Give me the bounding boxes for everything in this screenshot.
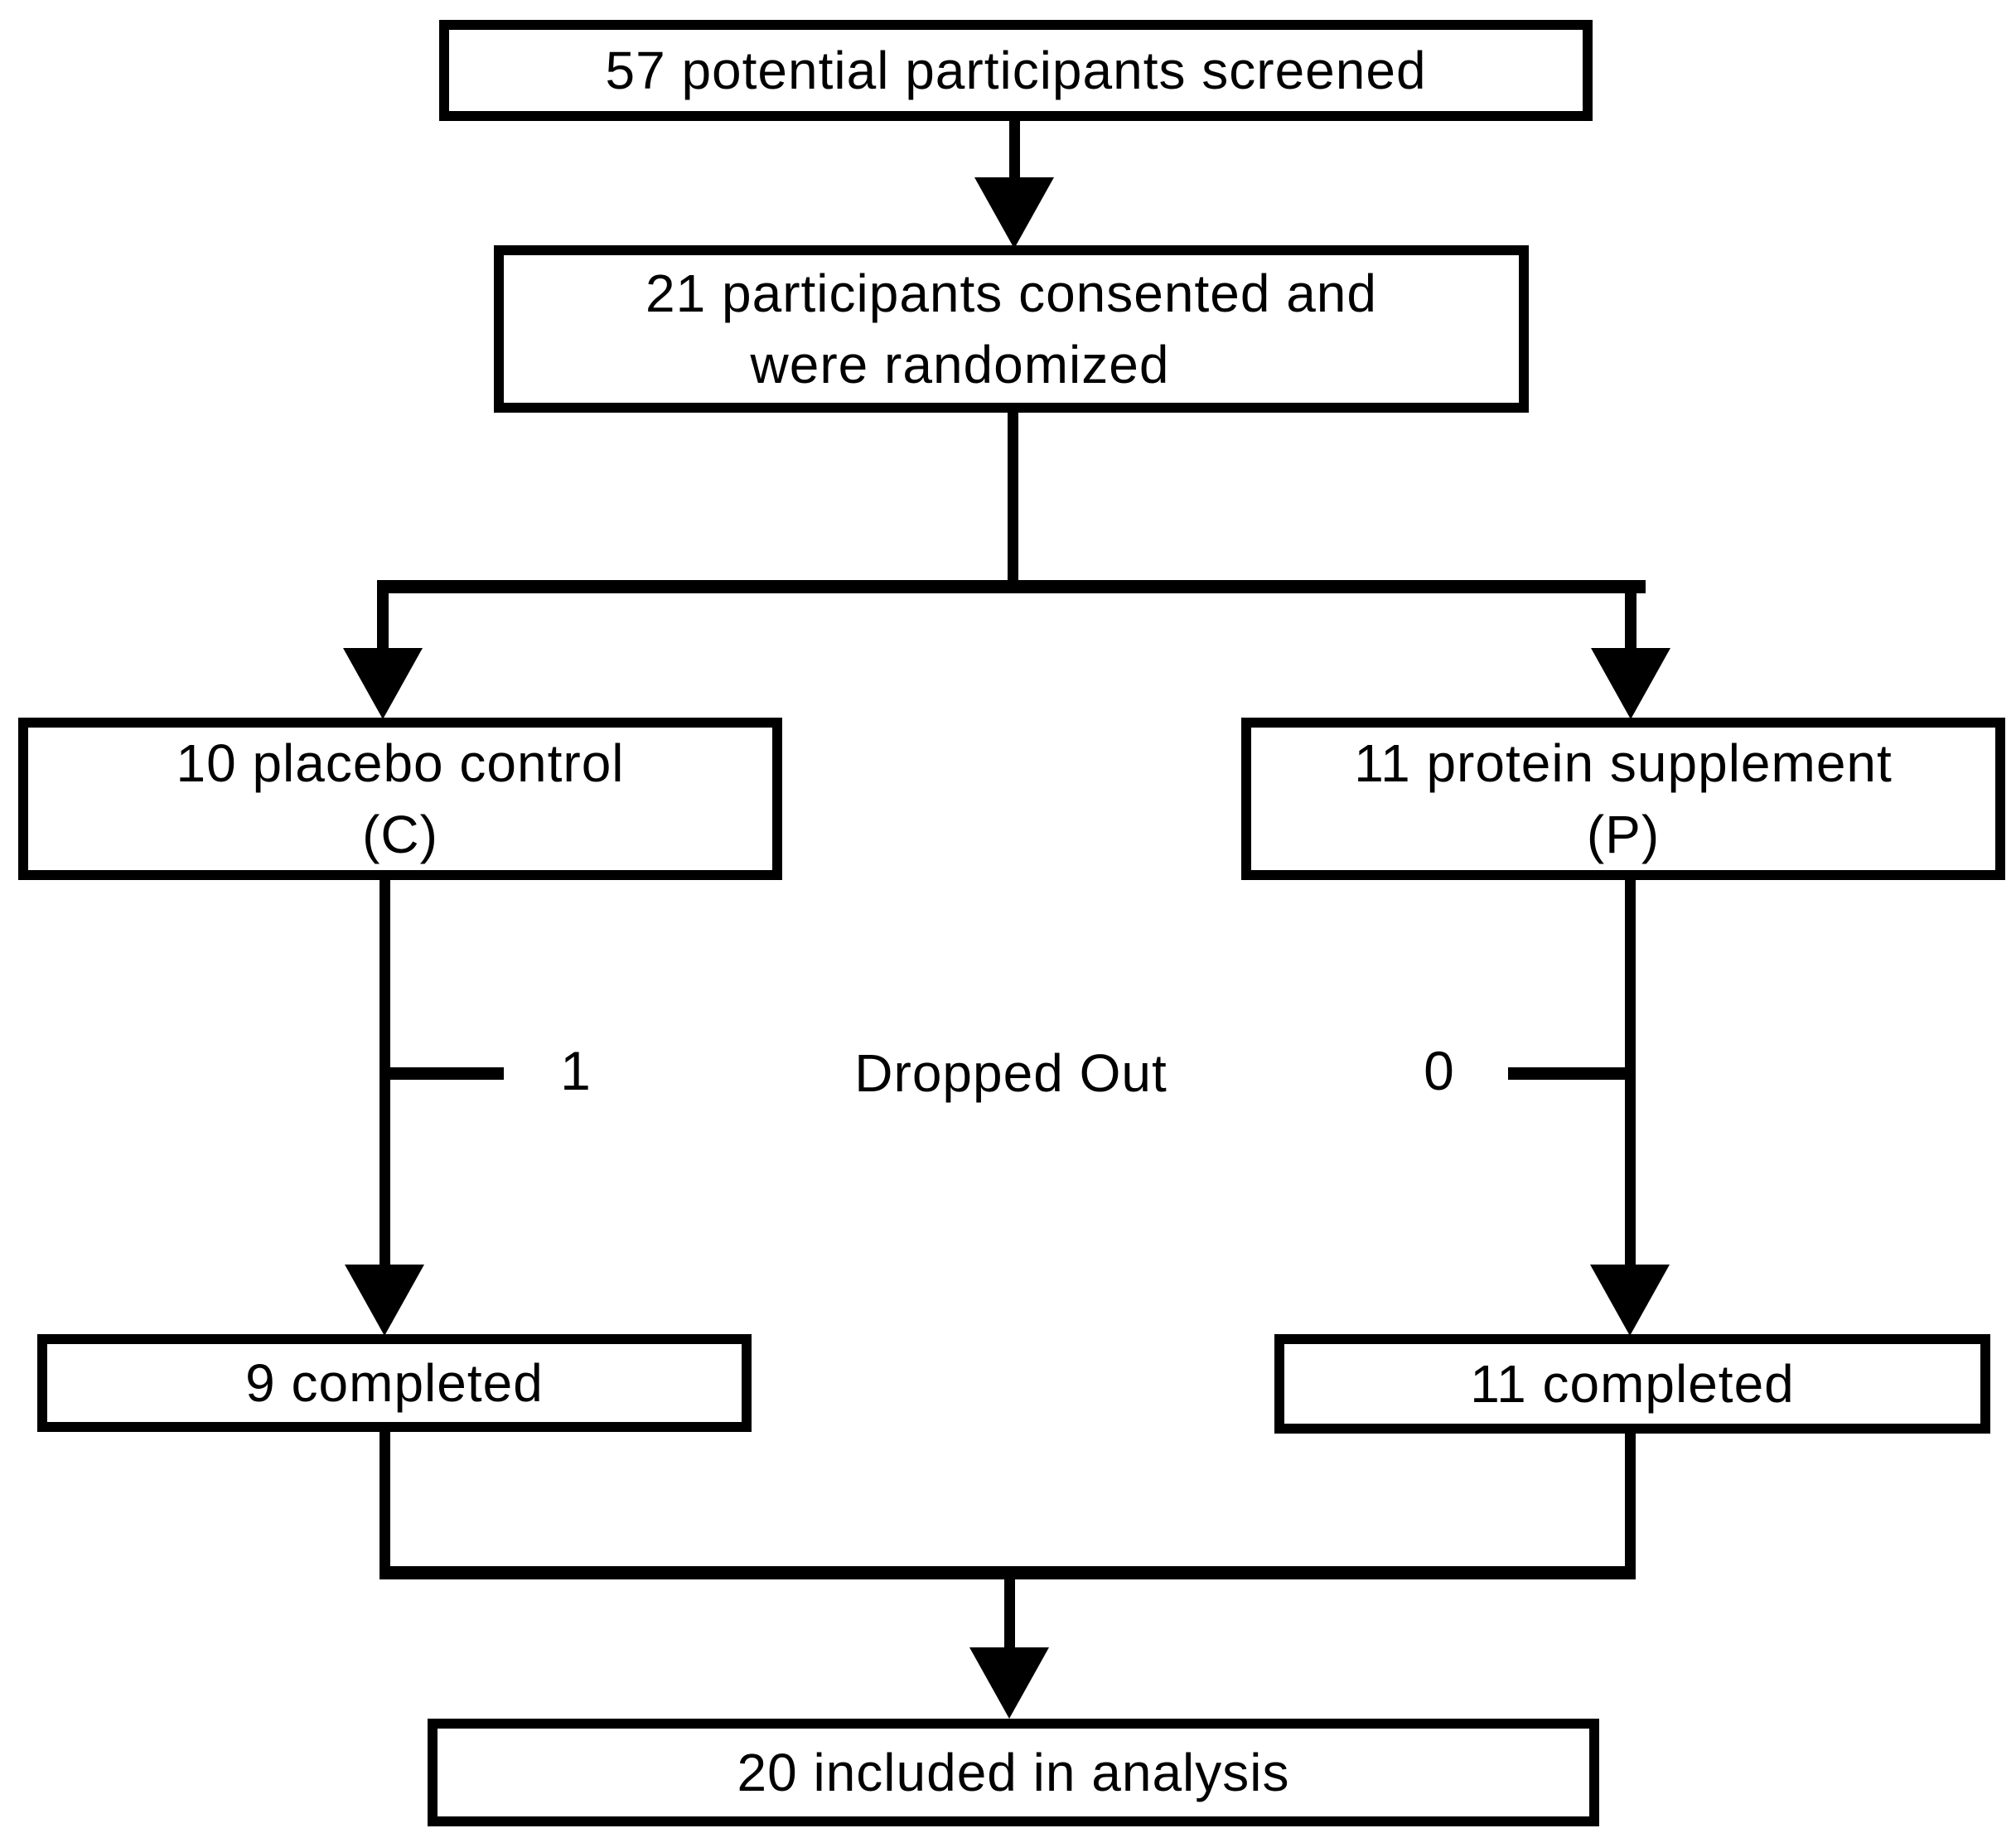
placebo-box-line2: (C) <box>362 805 438 864</box>
dropout-tick-right <box>1508 1067 1636 1080</box>
arrowhead-down-icon <box>974 177 1054 249</box>
randomized-box: 21 participants consented and were rando… <box>494 245 1529 413</box>
branch-bar <box>378 580 1646 593</box>
protein-completed-box: 11 completed <box>1274 1334 1990 1434</box>
arrowhead-down-icon <box>343 648 423 719</box>
randomized-box-line1: 21 participants consented and <box>645 263 1377 323</box>
connector-protein-completed-to-join <box>1625 1432 1636 1576</box>
screened-box: 57 potential participants screened <box>439 20 1593 121</box>
arrowhead-down-icon <box>1590 1265 1670 1336</box>
arrowhead-down-icon <box>1591 648 1670 719</box>
protein-box-line1: 11 protein supplement <box>1354 733 1893 793</box>
randomized-box-line2: were randomized <box>750 335 1170 394</box>
connector-screened-to-randomized <box>1009 119 1020 181</box>
arrowhead-down-icon <box>969 1647 1049 1719</box>
arrowhead-down-icon <box>345 1265 424 1336</box>
dropout-tick-left <box>380 1067 504 1080</box>
placebo-dropout-count: 1 <box>560 1040 592 1101</box>
dropped-out-label: Dropped Out <box>854 1043 1168 1103</box>
analysis-box: 20 included in analysis <box>428 1719 1599 1826</box>
connector-branch-to-placebo <box>377 580 389 653</box>
placebo-completed-text: 9 completed <box>245 1352 544 1413</box>
connector-placebo-completed-to-join <box>380 1430 390 1576</box>
screened-box-text: 57 potential participants screened <box>605 40 1427 100</box>
connector-branch-to-protein <box>1625 580 1636 653</box>
placebo-box-line1: 10 placebo control <box>176 733 625 793</box>
protein-box-line2: (P) <box>1586 805 1661 864</box>
analysis-box-text: 20 included in analysis <box>737 1742 1290 1802</box>
protein-group-box: 11 protein supplement (P) <box>1241 718 2005 880</box>
protein-completed-text: 11 completed <box>1470 1353 1795 1414</box>
placebo-group-box: 10 placebo control (C) <box>18 718 782 880</box>
connector-join-to-analysis <box>1004 1578 1015 1651</box>
join-bar <box>380 1566 1636 1579</box>
placebo-completed-box: 9 completed <box>37 1334 752 1432</box>
connector-randomized-stem <box>1008 411 1018 592</box>
protein-dropout-count: 0 <box>1424 1040 1455 1101</box>
